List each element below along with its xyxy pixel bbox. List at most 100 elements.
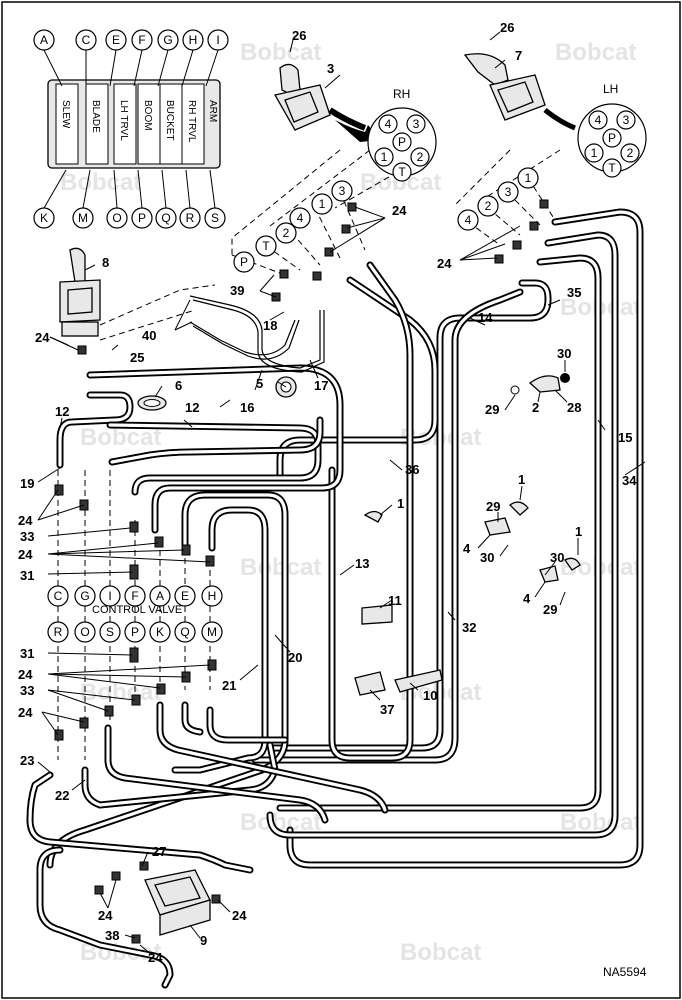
- row-b-port-M: M: [201, 621, 223, 643]
- callout-23: 23: [20, 753, 34, 768]
- row-b-port-O: O: [74, 621, 96, 643]
- valve-top-port-I: I: [207, 29, 229, 51]
- callout-26: 26: [500, 20, 514, 35]
- svg-text:S: S: [211, 211, 219, 225]
- row-b-port-R: R: [47, 621, 69, 643]
- svg-text:P: P: [240, 255, 248, 269]
- control-valve-label: CONTROL VALVE: [92, 604, 182, 616]
- svg-text:2: 2: [485, 199, 492, 213]
- svg-text:3: 3: [623, 113, 630, 127]
- svg-text:1: 1: [591, 146, 598, 160]
- lh-pilot-port-2: 2: [620, 143, 640, 163]
- svg-text:I: I: [216, 33, 219, 47]
- callout-40: 40: [142, 328, 156, 343]
- svg-text:4: 4: [465, 213, 472, 227]
- watermark: Bobcat: [240, 39, 321, 66]
- valve-bottom-port-R: R: [179, 207, 201, 229]
- watermark-layer: Bobcat Bobcat Bobcat Bobcat Bobcat Bobca…: [60, 39, 641, 966]
- svg-text:A: A: [156, 589, 164, 603]
- callout-35: 35: [567, 285, 581, 300]
- callout-26: 26: [292, 28, 306, 43]
- svg-text:R: R: [186, 211, 195, 225]
- callout-25: 25: [130, 350, 144, 365]
- svg-text:3: 3: [339, 184, 346, 198]
- row-b-port-S: S: [99, 621, 121, 643]
- svg-text:1: 1: [319, 197, 326, 211]
- callout-1: 1: [518, 472, 525, 487]
- callout-27: 27: [152, 844, 166, 859]
- svg-text:M: M: [78, 211, 88, 225]
- callout-24: 24: [18, 705, 33, 720]
- rh-column-port-1: 1: [311, 193, 333, 215]
- svg-text:2: 2: [283, 226, 290, 240]
- callout-33: 33: [20, 529, 34, 544]
- svg-text:C: C: [82, 33, 91, 47]
- callout-24: 24: [232, 908, 247, 923]
- row-a-port-F: F: [124, 585, 146, 607]
- callout-29: 29: [543, 602, 557, 617]
- callout-labels: 26 26 3 7 8 24 24 39 40 18 17 5 6 16 12 …: [18, 20, 637, 965]
- callout-29: 29: [485, 402, 499, 417]
- callout-12: 12: [185, 400, 199, 415]
- svg-text:T: T: [262, 239, 270, 253]
- valve-section-label: ARM: [207, 100, 218, 122]
- callout-36: 36: [405, 462, 419, 477]
- svg-text:Q: Q: [180, 625, 189, 639]
- callout-24: 24: [148, 950, 163, 965]
- svg-text:G: G: [163, 33, 172, 47]
- auxiliary-pilot-control: [59, 247, 101, 337]
- lh-column-port-2: 2: [477, 195, 499, 217]
- callout-4: 4: [463, 541, 471, 556]
- svg-text:G: G: [80, 589, 89, 603]
- watermark: Bobcat: [240, 554, 321, 581]
- valve-top-port-E: E: [105, 29, 127, 51]
- callout-31: 31: [20, 646, 34, 661]
- watermark: Bobcat: [400, 939, 481, 966]
- callout-1: 1: [397, 496, 404, 511]
- svg-text:T: T: [608, 161, 616, 175]
- rh-joystick: [273, 63, 380, 142]
- svg-text:3: 3: [505, 185, 512, 199]
- rh-column-port-3: 3: [331, 180, 353, 202]
- svg-text:H: H: [208, 589, 217, 603]
- svg-text:F: F: [131, 589, 138, 603]
- lh-pilot-port-T: T: [602, 158, 622, 178]
- callout-19: 19: [20, 476, 34, 491]
- svg-text:E: E: [181, 589, 189, 603]
- small-parts: [137, 373, 581, 936]
- watermark: Bobcat: [555, 39, 636, 66]
- callout-24: 24: [437, 256, 452, 271]
- callout-24: 24: [35, 330, 50, 345]
- callout-39: 39: [230, 283, 244, 298]
- lh-column-port-1: 1: [517, 167, 539, 189]
- callout-24: 24: [18, 513, 33, 528]
- row-a-port-C: C: [47, 585, 69, 607]
- row-a-port-G: G: [74, 585, 96, 607]
- svg-text:4: 4: [595, 113, 602, 127]
- valve-top-port-A: A: [33, 29, 55, 51]
- callout-16: 16: [240, 400, 254, 415]
- callout-5: 5: [256, 376, 263, 391]
- rh-port-group-label: RH: [393, 87, 410, 101]
- svg-text:P: P: [608, 131, 616, 145]
- valve-bottom-port-K: K: [33, 207, 55, 229]
- svg-text:Q: Q: [161, 211, 170, 225]
- callout-30: 30: [480, 550, 494, 565]
- lh-pilot-port-4: 4: [588, 110, 608, 130]
- callout-10: 10: [423, 688, 437, 703]
- callout-24: 24: [18, 547, 33, 562]
- svg-text:C: C: [54, 589, 63, 603]
- row-a-port-H: H: [201, 585, 223, 607]
- svg-text:A: A: [40, 33, 48, 47]
- callout-1: 1: [575, 524, 582, 539]
- svg-text:1: 1: [525, 171, 532, 185]
- callout-34: 34: [622, 473, 637, 488]
- callout-7: 7: [515, 48, 522, 63]
- svg-text:F: F: [138, 33, 145, 47]
- lh-pilot-port-3: 3: [616, 110, 636, 130]
- row-a-port-E: E: [174, 585, 196, 607]
